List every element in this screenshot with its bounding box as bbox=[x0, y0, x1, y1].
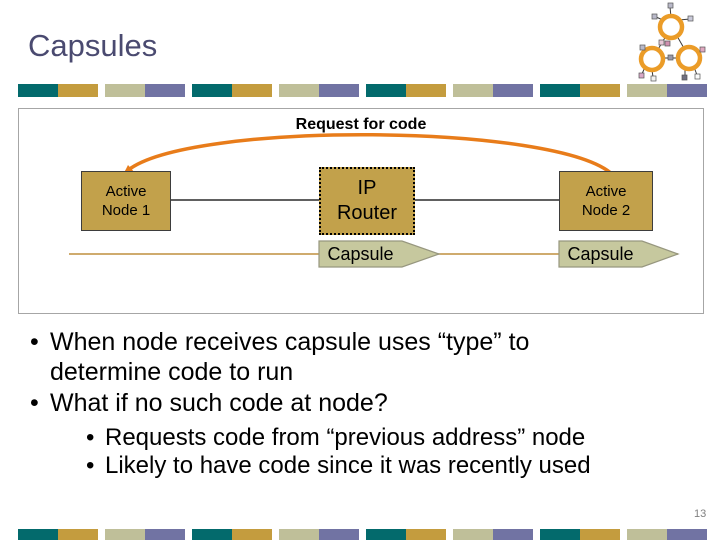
bar-segment bbox=[627, 84, 667, 97]
bullet-text: Likely to have code since it was recentl… bbox=[105, 452, 591, 479]
sub-bullet-item: • Requests code from “previous address” n… bbox=[86, 424, 585, 452]
active-node-2-box: Active Node 2 bbox=[559, 171, 653, 231]
bar-segment bbox=[319, 529, 359, 540]
bar-segment bbox=[580, 84, 620, 97]
bar-segment bbox=[667, 529, 707, 540]
bar-segment bbox=[105, 529, 145, 540]
diagram-connectors bbox=[69, 132, 680, 268]
bullet-item: • When node receives capsule uses “type” … bbox=[30, 328, 529, 357]
bar-segment bbox=[627, 529, 667, 540]
bar-segment bbox=[453, 529, 493, 540]
bar-segment bbox=[105, 84, 145, 97]
network-icon bbox=[638, 2, 706, 82]
bullet-text: determine code to run bbox=[50, 358, 294, 386]
bar-segment bbox=[279, 529, 319, 540]
capsule-diagram: Request for code Active Node 1 IP Router… bbox=[18, 108, 704, 314]
bar-segment bbox=[493, 529, 533, 540]
bullet-icon: • bbox=[30, 328, 39, 356]
active-node-1-label: Node 1 bbox=[101, 202, 151, 219]
bar-segment bbox=[192, 529, 232, 540]
ip-router-label: IP bbox=[357, 177, 377, 199]
bar-segment bbox=[667, 84, 707, 97]
bar-segment bbox=[58, 84, 98, 97]
bar-segment bbox=[232, 529, 272, 540]
bar-segment bbox=[18, 84, 58, 97]
diagram-caption: Request for code bbox=[295, 116, 427, 133]
page-number: 13 bbox=[694, 508, 707, 520]
page-title: Capsules bbox=[28, 28, 158, 63]
decorative-bar-top bbox=[18, 84, 707, 97]
bar-segment bbox=[319, 84, 359, 97]
active-node-2-label: Active bbox=[585, 182, 627, 200]
bar-segment bbox=[540, 84, 580, 97]
bullet-item-continuation: determine code to run bbox=[50, 358, 293, 387]
bar-segment bbox=[145, 529, 185, 540]
sub-bullet-item: • Likely to have code since it was recent… bbox=[86, 452, 591, 480]
bar-segment bbox=[406, 529, 446, 540]
bullet-text: What if no such code at node? bbox=[50, 389, 388, 417]
bar-segment bbox=[18, 529, 58, 540]
bar-segment bbox=[279, 84, 319, 97]
bullet-icon: • bbox=[30, 389, 39, 417]
capsule-1-label: Capsule bbox=[327, 243, 394, 264]
ip-router-label: Router bbox=[336, 202, 398, 224]
bar-segment bbox=[366, 529, 406, 540]
capsule-arrow-icon bbox=[558, 240, 680, 268]
bullet-item: • What if no such code at node? bbox=[30, 389, 388, 418]
bar-segment bbox=[493, 84, 533, 97]
bar-segment bbox=[232, 84, 272, 97]
bar-segment bbox=[540, 529, 580, 540]
bullet-text: Requests code from “previous address” no… bbox=[105, 424, 586, 451]
bar-segment bbox=[453, 84, 493, 97]
bar-segment bbox=[406, 84, 446, 97]
bar-segment bbox=[366, 84, 406, 97]
request-arc bbox=[125, 132, 615, 177]
bar-segment bbox=[192, 84, 232, 97]
bar-segment bbox=[145, 84, 185, 97]
decorative-bar-bottom bbox=[18, 529, 707, 540]
capsule-2-label: Capsule bbox=[567, 243, 634, 264]
ip-router-box: IP Router bbox=[319, 167, 415, 235]
active-node-1-box: Active Node 1 bbox=[81, 171, 171, 231]
bar-segment bbox=[58, 529, 98, 540]
active-node-1-label: Active bbox=[105, 182, 147, 200]
bullet-text: When node receives capsule uses “type” t… bbox=[50, 328, 530, 356]
capsule-arrow-icon bbox=[318, 240, 441, 268]
bar-segment bbox=[580, 529, 620, 540]
active-node-2-label: Node 2 bbox=[581, 202, 631, 219]
bullet-icon: • bbox=[86, 424, 95, 451]
bullet-icon: • bbox=[86, 452, 95, 479]
